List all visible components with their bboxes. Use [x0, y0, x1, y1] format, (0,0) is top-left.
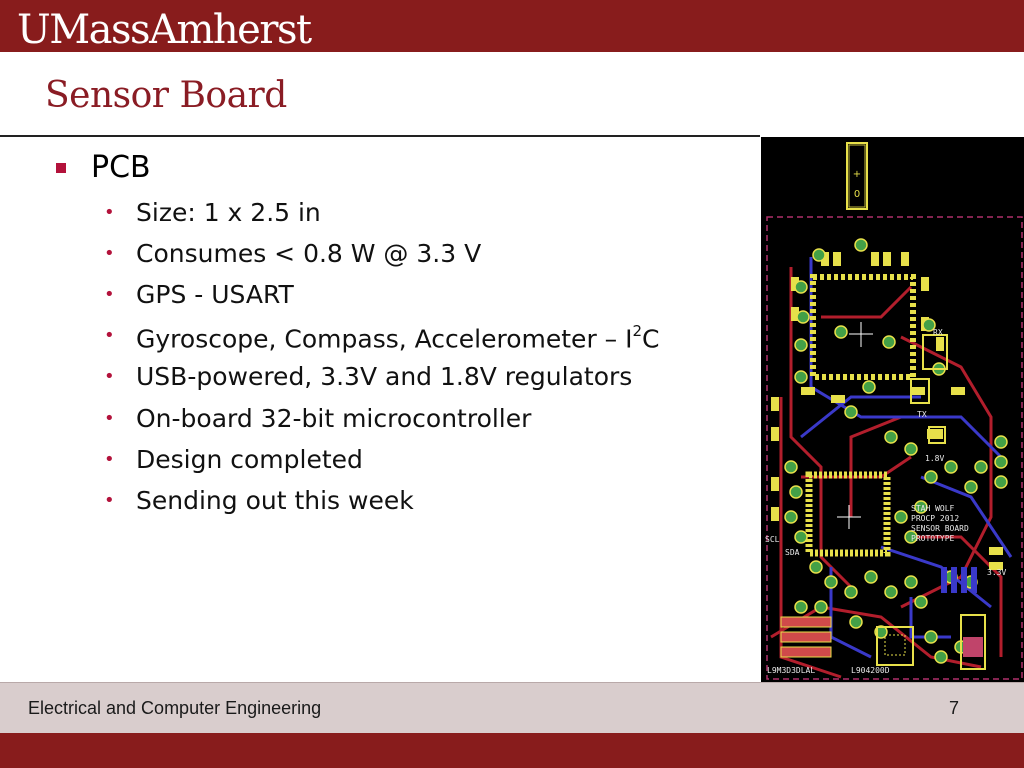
pcb-label: SDA	[785, 548, 800, 557]
footer-department: Electrical and Computer Engineering	[28, 698, 322, 718]
sub-bullet-item: • Gyroscope, Compass, Accelerometer – I2…	[104, 316, 660, 357]
sub-bullet-item: • Design completed	[104, 439, 660, 480]
sub-bullet-text: Gyroscope, Compass, Accelerometer – I2C	[136, 317, 660, 355]
pcb-label: PROTOTYPE	[911, 534, 955, 543]
sub-bullet-item: • Consumes < 0.8 W @ 3.3 V	[104, 233, 660, 274]
dot-bullet-icon: •	[104, 283, 115, 305]
pcb-layout-drawing: + 0	[761, 137, 1024, 682]
sub-bullet-item: • Size: 1 x 2.5 in	[104, 192, 660, 233]
pcb-label: +	[853, 169, 861, 180]
umass-logo: UMassAmherst	[17, 7, 312, 53]
footer-bar: Electrical and Computer Engineering 7	[0, 682, 1024, 733]
sub-bullet-text: Size: 1 x 2.5 in	[136, 197, 321, 227]
sub-bullet-item: • USB-powered, 3.3V and 1.8V regulators	[104, 357, 660, 398]
sub-bullet-text: On-board 32-bit microcontroller	[136, 403, 532, 433]
bottom-band	[0, 733, 1024, 768]
slide-title: Sensor Board	[45, 75, 287, 116]
header-band: UMassAmherst	[0, 0, 1024, 52]
square-bullet-icon	[56, 163, 66, 173]
pcb-label: 3.3V	[987, 568, 1006, 577]
pcb-label: TX	[917, 410, 927, 419]
dot-bullet-icon: •	[104, 489, 115, 511]
dot-bullet-icon: •	[104, 201, 115, 223]
bullet-level1-text: PCB	[91, 150, 151, 185]
sub-bullet-text: GPS - USART	[136, 279, 294, 309]
dot-bullet-icon: •	[104, 407, 115, 429]
pcb-label: RX	[933, 328, 943, 337]
dot-bullet-icon: •	[104, 448, 115, 470]
pcb-label: STAH WOLF	[911, 504, 955, 513]
dot-bullet-icon: •	[104, 325, 115, 347]
pcb-label: L9M3D3DLAL	[767, 666, 815, 675]
dot-bullet-icon: •	[104, 366, 115, 388]
page-number: 7	[948, 698, 959, 718]
pcb-label: 0	[854, 189, 860, 200]
pcb-label: L904200D	[851, 666, 890, 675]
pcb-layout-image: + 0	[761, 137, 1024, 682]
pcb-label: 1.8V	[925, 454, 944, 463]
dot-bullet-icon: •	[104, 242, 115, 264]
sub-bullet-item: • GPS - USART	[104, 274, 660, 315]
sub-bullet-text-main: Gyroscope, Compass, Accelerometer – I	[136, 324, 633, 354]
title-divider	[0, 135, 760, 137]
pcb-label: SCL	[765, 535, 780, 544]
bullet-level1-item: PCB	[56, 148, 151, 188]
pcb-label: PROCP 2012	[911, 514, 959, 523]
superscript: 2	[632, 321, 643, 340]
sub-bullet-text: Consumes < 0.8 W @ 3.3 V	[136, 238, 482, 268]
sub-bullet-list: • Size: 1 x 2.5 in • Consumes < 0.8 W @ …	[104, 192, 660, 522]
pcb-label: SENSOR BOARD	[911, 524, 969, 533]
sub-bullet-item: • On-board 32-bit microcontroller	[104, 398, 660, 439]
sub-bullet-text: Sending out this week	[136, 485, 414, 515]
sub-bullet-text: USB-powered, 3.3V and 1.8V regulators	[136, 362, 633, 392]
sub-bullet-item: • Sending out this week	[104, 480, 660, 521]
sub-bullet-text: Design completed	[136, 444, 363, 474]
sub-bullet-text-after: C	[642, 324, 660, 354]
